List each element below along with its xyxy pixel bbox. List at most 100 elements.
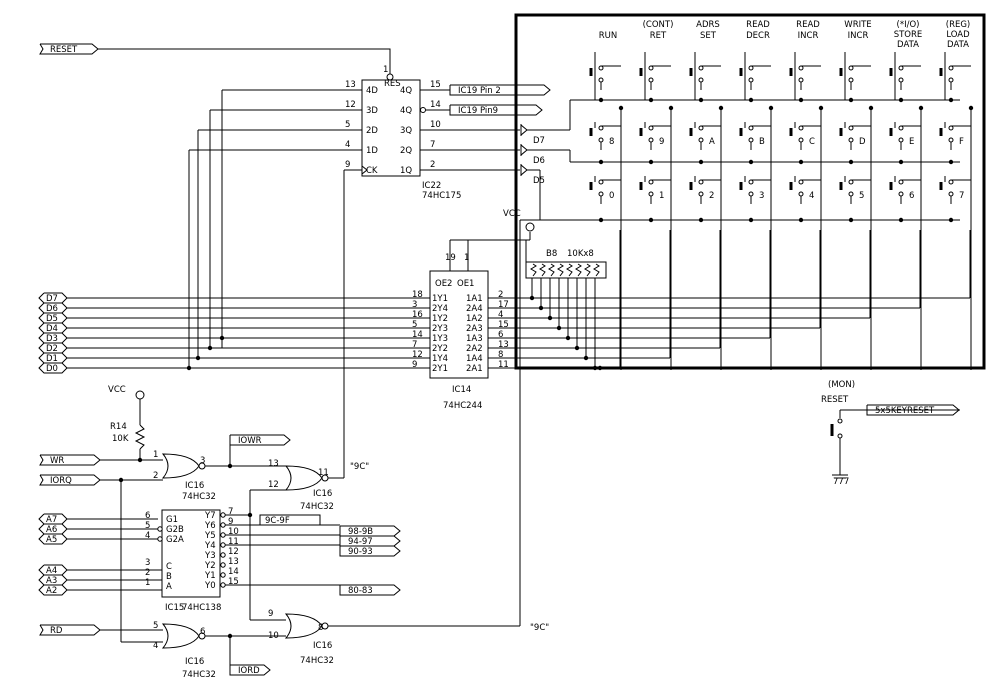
ic14-pin-num: 16 bbox=[412, 310, 423, 320]
signal-tag bbox=[866, 404, 960, 416]
signal-tag-label: WR_ bbox=[50, 456, 69, 466]
key-switch[interactable] bbox=[639, 122, 671, 150]
key-switch[interactable] bbox=[939, 62, 971, 90]
key-switch[interactable] bbox=[589, 122, 621, 150]
key-switch[interactable] bbox=[739, 176, 771, 204]
key-label: 8 bbox=[609, 137, 614, 147]
ic22-pin-num: 4 bbox=[345, 140, 350, 150]
pin: 6 bbox=[200, 627, 205, 637]
bus-tag-label: D6 bbox=[46, 304, 58, 314]
pin: 2 bbox=[153, 471, 158, 481]
signal-tag bbox=[39, 474, 101, 486]
key-switch[interactable] bbox=[739, 122, 771, 150]
junction-dot bbox=[798, 97, 804, 103]
key-switch[interactable] bbox=[889, 122, 921, 150]
or-body bbox=[284, 613, 323, 639]
key-switch[interactable] bbox=[689, 62, 721, 90]
pin: 11 bbox=[318, 468, 329, 478]
junction-dot bbox=[529, 295, 535, 301]
pin: 3 bbox=[200, 456, 205, 466]
inv-bubble bbox=[220, 522, 226, 528]
signal-tag bbox=[39, 624, 101, 636]
signal-tag bbox=[39, 43, 99, 55]
mon-reset-switch[interactable] bbox=[830, 410, 843, 475]
ic14-top-pin: 1 bbox=[464, 253, 469, 263]
key-switch[interactable] bbox=[889, 62, 921, 90]
key-switch[interactable] bbox=[789, 176, 821, 204]
key-switch[interactable] bbox=[639, 176, 671, 204]
rpack-element bbox=[557, 263, 564, 277]
junction-dot bbox=[698, 97, 704, 103]
junction-dot bbox=[698, 217, 704, 223]
key-switch[interactable] bbox=[839, 122, 871, 150]
key-switch[interactable] bbox=[839, 62, 871, 90]
wire bbox=[98, 48, 391, 74]
junction-dot bbox=[718, 105, 724, 111]
keypad-frame bbox=[514, 13, 986, 370]
mon-reset-label: RESET bbox=[821, 395, 849, 405]
ic15-pin-name: Y5 bbox=[204, 531, 216, 541]
signal-tag bbox=[229, 664, 271, 676]
switch-contact bbox=[948, 179, 954, 185]
bus-tag-label: D3 bbox=[46, 334, 58, 344]
ic15-pin-name: C bbox=[166, 562, 172, 572]
pin-label: 1 bbox=[383, 65, 388, 75]
junction-dot bbox=[898, 97, 904, 103]
ic15-pin-num: 14 bbox=[228, 567, 239, 577]
junction-dot bbox=[597, 365, 603, 371]
key-switch[interactable] bbox=[639, 62, 671, 90]
key-switch[interactable] bbox=[739, 62, 771, 90]
inv-bubble bbox=[220, 532, 226, 538]
or-body bbox=[161, 623, 200, 649]
key-switch[interactable] bbox=[589, 62, 621, 90]
ic22-body bbox=[361, 79, 421, 177]
junction-dot bbox=[547, 315, 553, 321]
switch-contact bbox=[848, 191, 854, 197]
key-switch[interactable] bbox=[889, 176, 921, 204]
key-label: 9 bbox=[659, 137, 664, 147]
key-header: RUN bbox=[599, 31, 618, 41]
switch-contact bbox=[948, 191, 954, 197]
ic22-pin-name: 3Q bbox=[400, 126, 412, 136]
ic14-pin-name: 1Y3 bbox=[432, 334, 448, 344]
key-switch[interactable] bbox=[789, 62, 821, 90]
switch-contact bbox=[898, 191, 904, 197]
diode-label: D6 bbox=[533, 156, 545, 166]
junction-dot bbox=[818, 105, 824, 111]
key-header: ADRS bbox=[696, 20, 720, 30]
key-label: 2 bbox=[709, 191, 714, 201]
switch-contact bbox=[798, 179, 804, 185]
wires bbox=[67, 48, 972, 670]
signal-tag-label: IC19 Pin 2 bbox=[458, 86, 501, 96]
ic14-top-pin: 19 bbox=[445, 253, 456, 263]
switch-contact bbox=[598, 77, 604, 83]
signal-tag-label: IC19 Pin9 bbox=[458, 106, 498, 116]
signal-tag-label: 90-93 bbox=[348, 547, 373, 557]
signal-tag-label: RD_ bbox=[50, 626, 67, 636]
key-label: 0 bbox=[609, 191, 614, 201]
key-switch[interactable] bbox=[589, 176, 621, 204]
switch-contact bbox=[698, 179, 704, 185]
key-switch[interactable] bbox=[789, 122, 821, 150]
gate-part: 74HC32 bbox=[182, 492, 216, 502]
key-switch[interactable] bbox=[939, 176, 971, 204]
bus-tag-label: D5 bbox=[46, 314, 58, 324]
rpack-element bbox=[584, 263, 591, 277]
key-header: (REG) bbox=[946, 20, 971, 30]
components bbox=[38, 13, 986, 676]
ic22-pin-name: 3D bbox=[366, 106, 378, 116]
ic22-pin-num: 10 bbox=[430, 120, 441, 130]
or-body bbox=[284, 465, 323, 491]
gate-part: 74HC32 bbox=[182, 670, 216, 680]
key-switch[interactable] bbox=[689, 122, 721, 150]
rpack-element bbox=[575, 263, 582, 277]
gate-name: IC16 bbox=[185, 481, 204, 491]
junction-dot bbox=[538, 305, 544, 311]
key-switch[interactable] bbox=[939, 122, 971, 150]
key-switch[interactable] bbox=[839, 176, 871, 204]
switch-contact bbox=[698, 77, 704, 83]
switch-contact bbox=[748, 179, 754, 185]
key-switch[interactable] bbox=[689, 176, 721, 204]
switch-contact bbox=[648, 77, 654, 83]
inv-bubble bbox=[157, 536, 163, 542]
